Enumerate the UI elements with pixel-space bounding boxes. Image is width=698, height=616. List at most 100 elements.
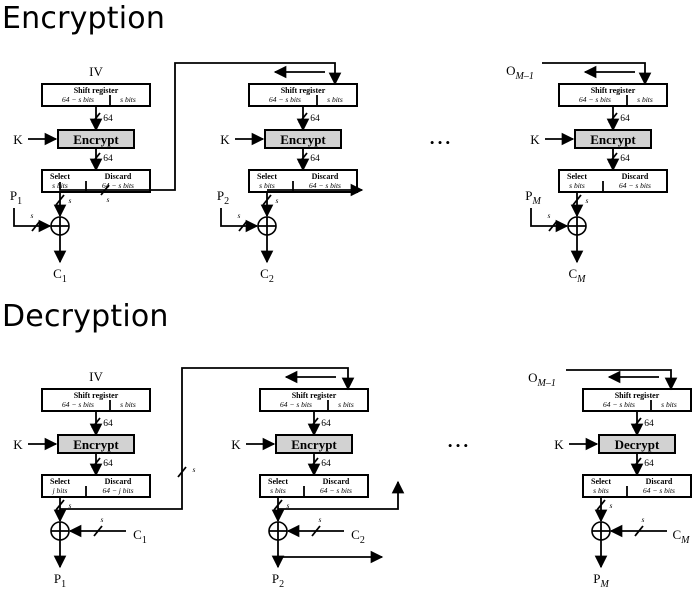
- dec2-reg-width: 64: [321, 419, 331, 429]
- decm-cipher-label: Decrypt: [615, 437, 660, 452]
- enc2-shift-register-label: Shift register: [281, 86, 326, 95]
- encm-p-arrow: [530, 208, 569, 233]
- enc2-select-label: Select: [257, 172, 277, 181]
- decm-c-label-main: C: [672, 527, 681, 542]
- decm-c-label-sub: M: [680, 535, 690, 546]
- dec1-enc-width: 64: [103, 459, 113, 469]
- enc1-c-label-main: C: [53, 266, 62, 281]
- decm-select-bits: s bits: [593, 486, 609, 495]
- decm-p-label: PM: [593, 571, 609, 590]
- dec1-c-slash: [93, 525, 103, 537]
- dec1-c-label: C1: [133, 527, 147, 546]
- encm-enc-width: 64: [620, 154, 630, 164]
- dec1-key-label: K: [13, 437, 23, 452]
- dec2-shift-register-label: Shift register: [292, 391, 337, 400]
- dec1-reg-slash: [91, 417, 101, 429]
- enc2-reg-right-bits: s bits: [327, 95, 343, 104]
- enc2-c-label: C2: [260, 266, 274, 285]
- dec2-select-bits: s bits: [270, 486, 286, 495]
- encm-select-slash: [572, 194, 582, 206]
- decm-reg-width: 64: [644, 419, 654, 429]
- encm-reg-width: 64: [620, 114, 630, 124]
- dec1-select-width: s: [69, 501, 72, 510]
- enc1-reg-left-bits: 64 − s bits: [62, 95, 94, 104]
- decm-enc-width: 64: [644, 459, 654, 469]
- enc2-key-label: K: [220, 132, 230, 147]
- decm-c-width: s: [642, 515, 645, 524]
- dec2-c-width: s: [319, 515, 322, 524]
- dec1-p-label-main: P: [54, 571, 61, 586]
- decm-select-width: s: [610, 501, 613, 510]
- enc2-select-slash: [262, 194, 272, 206]
- enc2-reg-width: 64: [310, 114, 320, 124]
- enc1-shift-register-label: Shift register: [74, 86, 119, 95]
- enc1-cipher-label: Encrypt: [73, 132, 119, 147]
- enc1-p-slash: [31, 220, 41, 232]
- enc1-enc-width: 64: [103, 154, 113, 164]
- encm-p-label: PM: [525, 188, 541, 207]
- dec2-enc-slash: [309, 457, 319, 469]
- enc1-reg-width: 64: [103, 114, 113, 124]
- enc1-select-label: Select: [50, 172, 70, 181]
- enc2-select-bits: s bits: [259, 181, 275, 190]
- encryption-heading: Encryption: [2, 1, 166, 36]
- dec1-p-label: P1: [54, 571, 66, 590]
- encm-reg-slash: [608, 112, 618, 124]
- enc1-select-slash: [55, 194, 65, 206]
- enc2-discard-label: Discard: [312, 172, 339, 181]
- enc1-discard-bits: 64 − s bits: [102, 181, 134, 190]
- dec1-shift-register-label: Shift register: [74, 391, 119, 400]
- dec-o-prev-label-main: O: [528, 370, 537, 385]
- encm-select-label: Select: [567, 172, 587, 181]
- enc2-p-arrow: [220, 208, 259, 233]
- enc1-p-arrow: [13, 208, 52, 233]
- decm-reg-right-bits: s bits: [661, 400, 677, 409]
- dec1-c-width: s: [101, 515, 104, 524]
- enc1-key-label: K: [13, 132, 23, 147]
- dec2-select-slash: [273, 499, 283, 511]
- encm-p-width: s: [548, 211, 551, 220]
- encm-select-bits: s bits: [569, 181, 585, 190]
- dec1-c-label-main: C: [133, 527, 142, 542]
- decm-reg-slash: [632, 417, 642, 429]
- dec1-select-box: [41, 474, 151, 498]
- dec2-select-box: [259, 474, 369, 498]
- enc1-reg-slash: [91, 112, 101, 124]
- dec-o-prev-arrow: [566, 369, 678, 391]
- encm-reg-left-bits: 64 − s bits: [579, 95, 611, 104]
- decm-key-label: K: [554, 437, 564, 452]
- enc-o-prev-label-sub: M–1: [515, 71, 534, 82]
- dec1-iv-label: IV: [89, 369, 103, 384]
- decm-discard-bits: 64 − s bits: [643, 486, 675, 495]
- encm-p-label-sub: M: [531, 196, 541, 207]
- enc2-cipher-label: Encrypt: [280, 132, 326, 147]
- enc2-c-label-sub: 2: [269, 274, 274, 285]
- enc2-select-width: s: [276, 196, 279, 205]
- decm-discard-label: Discard: [646, 477, 673, 486]
- decm-enc-slash: [632, 457, 642, 469]
- dec2-c-label: C2: [351, 527, 365, 546]
- enc2-discard-bits: 64 − s bits: [309, 181, 341, 190]
- enc2-c-label-main: C: [260, 266, 269, 281]
- dec2-p-label-main: P: [272, 571, 279, 586]
- enc-o-prev-arrow: [542, 62, 652, 86]
- enc2-p-label-main: P: [217, 188, 224, 203]
- decm-p-label-main: P: [593, 571, 600, 586]
- dec-feedback-width: s: [193, 465, 196, 474]
- enc-feedback-1-2: [59, 62, 342, 191]
- encm-discard-label: Discard: [622, 172, 649, 181]
- encm-p-slash: [548, 220, 558, 232]
- enc1-iv-label: IV: [89, 64, 103, 79]
- dec1-discard-label: Discard: [105, 477, 132, 486]
- dec2-c-slash: [311, 525, 321, 537]
- encm-discard-bits: 64 − s bits: [619, 181, 651, 190]
- enc2-p-label: P2: [217, 188, 229, 207]
- enc1-c-label-sub: 1: [62, 274, 67, 285]
- dec1-reg-right-bits: s bits: [120, 400, 136, 409]
- dec1-c-label-sub: 1: [142, 535, 147, 546]
- dec2-discard-bits: 64 − s bits: [320, 486, 352, 495]
- enc2-enc-slash: [298, 152, 308, 164]
- decm-p-label-sub: M: [599, 579, 609, 590]
- dec-feedback-slash: [177, 466, 187, 478]
- dec-ellipsis: • • •: [448, 438, 468, 453]
